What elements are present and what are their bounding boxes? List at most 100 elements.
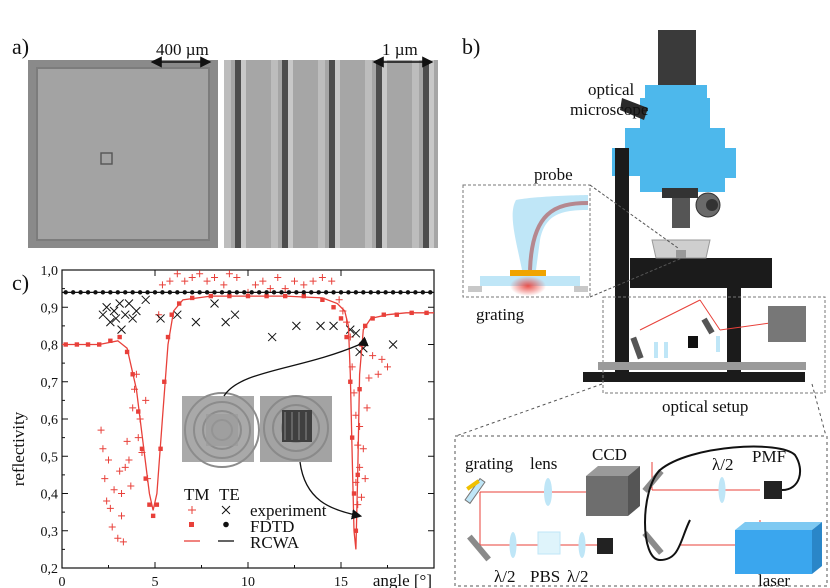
tm-experiment-point xyxy=(384,363,391,371)
tm-fdtd-point xyxy=(108,338,113,343)
tm-fdtd-point xyxy=(147,502,152,507)
tm-experiment-point xyxy=(350,389,358,397)
te-experiment-point xyxy=(156,314,165,323)
tm-experiment-point xyxy=(378,355,386,363)
tm-experiment-point xyxy=(369,352,377,360)
schematic-laser-box xyxy=(735,530,812,574)
tm-experiment-point xyxy=(106,504,114,512)
tm-fdtd-point xyxy=(169,312,174,317)
tm-experiment-point xyxy=(125,456,133,464)
tm-experiment-point xyxy=(356,422,364,430)
tm-fdtd-point xyxy=(124,349,130,355)
x-tick-label: 5 xyxy=(152,575,159,588)
tm-experiment-point xyxy=(97,426,105,434)
probe-core xyxy=(528,201,589,271)
y-tick-label: 0,8 xyxy=(41,339,59,354)
nearfield-te-ring xyxy=(184,392,260,468)
tm-fdtd-point xyxy=(150,513,156,519)
tm-experiment-point xyxy=(365,374,373,382)
optical-setup-box xyxy=(602,296,826,394)
te-experiment-point xyxy=(141,295,151,305)
camera-body xyxy=(658,30,696,88)
legend-experiment-label: experiment xyxy=(250,501,327,520)
schematic-laser-label: laser xyxy=(758,571,790,588)
microscope-label-line: microscope xyxy=(570,100,648,119)
tm-experiment-point xyxy=(196,270,204,278)
te-experiment-point xyxy=(124,299,134,308)
legend-te-x xyxy=(221,505,231,515)
tm-fdtd-point xyxy=(381,312,386,317)
tm-experiment-point xyxy=(105,456,112,464)
legend-fdtd-label: FDTD xyxy=(250,517,294,536)
tm-experiment-point xyxy=(118,490,126,497)
te-experiment-point xyxy=(316,321,325,331)
y-tick-label: 0,3 xyxy=(41,525,59,540)
stage xyxy=(630,258,772,288)
sem-marker-square xyxy=(100,152,113,165)
legend-tm-square xyxy=(189,522,194,527)
tm-fdtd-point xyxy=(117,334,122,340)
te-experiment-point xyxy=(98,310,108,320)
tm-experiment-point xyxy=(211,273,219,281)
tm-fdtd-point xyxy=(143,476,148,481)
optical-schematic xyxy=(454,435,828,587)
nearfield-tm-ring xyxy=(263,395,329,461)
x-tick-label: 0 xyxy=(59,575,66,588)
panel-b-label: b) xyxy=(462,34,480,59)
te-experiment-point xyxy=(172,310,182,320)
tm-experiment-point xyxy=(166,277,174,285)
te-experiment-point xyxy=(132,306,141,316)
tm-experiment-point xyxy=(188,273,196,281)
schematic-pbs-label: PBS xyxy=(530,567,560,586)
schematic-pmf-label: PMF xyxy=(752,447,786,466)
tm-fdtd-point xyxy=(320,297,325,302)
tm-experiment-point xyxy=(123,437,131,445)
y-tick-label: 0,4 xyxy=(41,488,59,503)
tm-experiment-point xyxy=(233,273,241,281)
tm-experiment-point xyxy=(357,493,365,501)
tm-experiment-point xyxy=(300,281,308,289)
te-experiment-point xyxy=(388,340,398,349)
tm-fdtd-point xyxy=(136,409,141,414)
nearfield-te-ring xyxy=(193,401,251,459)
legend-tm-plus xyxy=(188,506,196,514)
tm-experiment-point xyxy=(328,277,336,285)
y-axis-title: reflectivity xyxy=(9,411,28,486)
tm-experiment-point xyxy=(354,501,362,509)
tm-experiment-point xyxy=(361,475,369,483)
te-experiment-point xyxy=(106,317,115,327)
te-experiment-point xyxy=(120,310,130,320)
tm-experiment-point xyxy=(116,467,124,475)
x-axis-title: angle [°] xyxy=(373,571,432,588)
tm-experiment-point xyxy=(99,445,107,453)
te-experiment-point xyxy=(117,325,126,334)
nearfield-te-ring xyxy=(202,410,242,450)
tm-experiment-point xyxy=(119,538,127,546)
x-tick-label: 10 xyxy=(241,575,255,588)
tm-experiment-point xyxy=(118,512,126,520)
nearfield-image-te xyxy=(182,392,260,468)
tm-experiment-point xyxy=(281,285,289,293)
tm-experiment-point xyxy=(363,404,371,412)
tm-experiment-point xyxy=(103,497,111,505)
te-experiment-point xyxy=(221,317,231,327)
nearfield-image-tm xyxy=(260,395,332,462)
tm-experiment-point xyxy=(108,523,116,531)
tm-experiment-point xyxy=(291,277,298,285)
te-experiment-point xyxy=(191,317,201,327)
tm-experiment-point xyxy=(225,270,233,278)
y-tick-label: 1,0 xyxy=(41,264,59,279)
nearfield-tm-square xyxy=(282,410,312,442)
sem-image-zoom xyxy=(224,60,438,248)
te-experiment-point xyxy=(109,306,119,316)
y-tick-label: 0,9 xyxy=(41,301,59,316)
te-experiment-point xyxy=(210,299,219,308)
connector-arrow-tm xyxy=(299,461,363,520)
tm-fdtd-point xyxy=(301,293,306,299)
tm-experiment-point xyxy=(127,482,135,490)
y-tick-label: 0,7 xyxy=(41,376,59,391)
tm-experiment-point xyxy=(335,296,343,304)
sem-grating-square xyxy=(36,67,210,241)
tm-experiment-point xyxy=(142,396,150,404)
